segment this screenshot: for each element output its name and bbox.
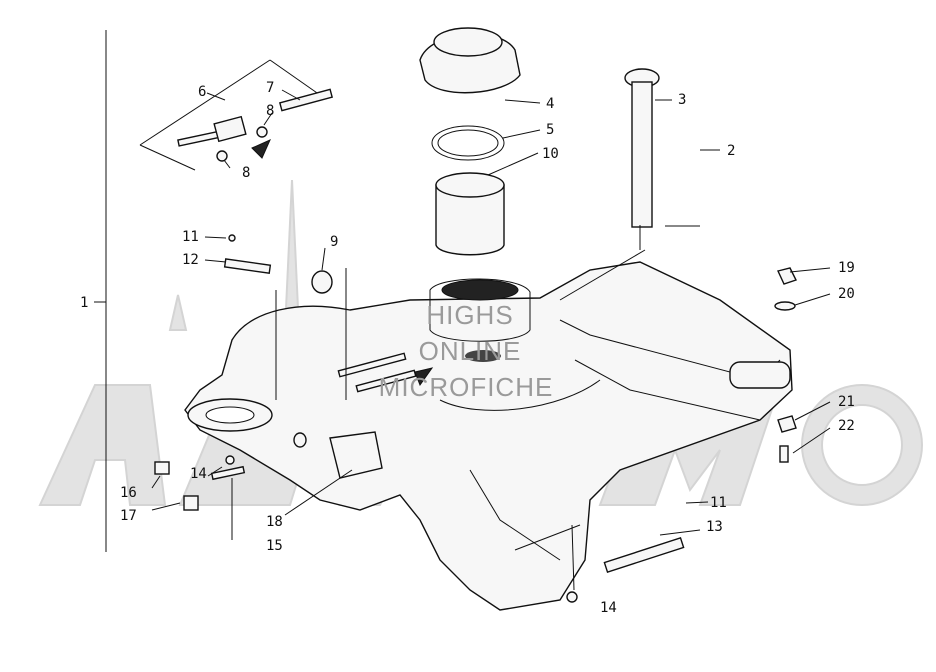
fuel-gauge[interactable] bbox=[559, 68, 660, 301]
callout-13: 13 bbox=[706, 519, 723, 535]
callout-11-right: 11 bbox=[710, 495, 727, 511]
leader-lines bbox=[151, 89, 831, 591]
site-watermark: HIGHS ONLINE MICROFICHE bbox=[379, 300, 554, 402]
callout-2: 2 bbox=[727, 143, 735, 159]
bolt-assembly[interactable] bbox=[139, 59, 334, 171]
watermark-line-2: ONLINE bbox=[419, 336, 522, 366]
callout-12: 12 bbox=[182, 252, 199, 268]
callout-18: 18 bbox=[266, 514, 283, 530]
gas-cap[interactable] bbox=[419, 27, 521, 94]
callout-1: 1 bbox=[80, 295, 88, 311]
callout-16: 16 bbox=[120, 485, 137, 501]
watermark-line-1: HIGHS bbox=[426, 300, 513, 330]
callout-19: 19 bbox=[838, 260, 855, 276]
callout-15: 15 bbox=[266, 538, 283, 554]
callout-6: 6 bbox=[198, 84, 206, 100]
callout-21: 21 bbox=[838, 394, 855, 410]
watermark-line-3: MICROFICHE bbox=[379, 372, 554, 402]
callout-8-upper: 8 bbox=[266, 103, 274, 119]
callout-7: 7 bbox=[266, 80, 274, 96]
callout-11-left: 11 bbox=[182, 229, 199, 245]
callout-10: 10 bbox=[542, 146, 559, 162]
callout-14-bottom: 14 bbox=[600, 600, 617, 616]
callout-14-left: 14 bbox=[190, 466, 207, 482]
callout-20: 20 bbox=[838, 286, 855, 302]
hardware-parts[interactable] bbox=[154, 234, 797, 603]
callout-8-lower: 8 bbox=[242, 165, 250, 181]
callout-17: 17 bbox=[120, 508, 137, 524]
callout-22: 22 bbox=[838, 418, 855, 434]
fuel-tank[interactable] bbox=[184, 261, 793, 611]
callout-labels: 1 2 3 4 5 6 7 8 8 9 10 11 11 12 13 14 14… bbox=[80, 80, 855, 616]
assembly-bracket bbox=[94, 30, 107, 552]
gasket-ring[interactable] bbox=[431, 125, 505, 161]
callout-9: 9 bbox=[330, 234, 338, 250]
callout-3: 3 bbox=[678, 92, 686, 108]
callout-5: 5 bbox=[546, 122, 554, 138]
filler-neck-insert[interactable] bbox=[435, 172, 505, 256]
callout-4: 4 bbox=[546, 96, 554, 112]
